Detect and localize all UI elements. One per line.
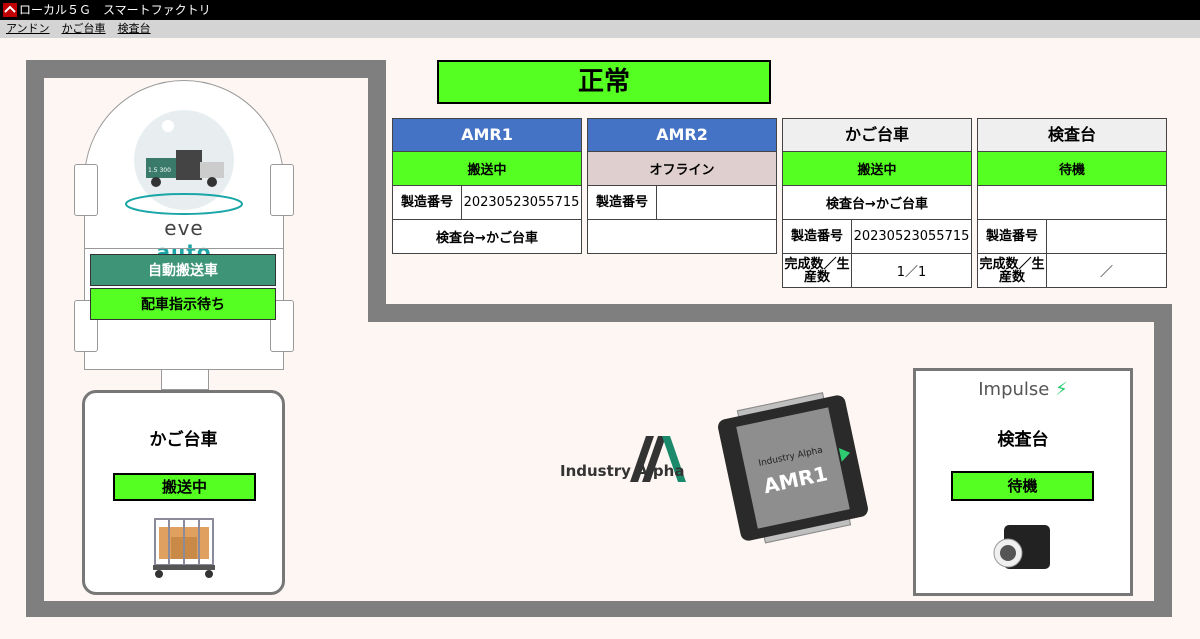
wall	[26, 601, 1172, 617]
progress-label: 完成数／生産数	[783, 254, 852, 287]
robot-name: 自動搬送車	[90, 254, 276, 286]
panel-state: 搬送中	[113, 473, 256, 501]
menu-inspect[interactable]: 検査台	[117, 22, 151, 35]
route	[588, 220, 776, 253]
system-status: 正常	[437, 60, 771, 104]
wall	[368, 60, 386, 322]
agv-truck-icon: 1.5 300	[134, 110, 234, 210]
wall	[26, 60, 386, 78]
menu-bar: アンドンかご台車検査台	[0, 20, 1200, 38]
cage-cart-icon	[153, 518, 215, 578]
industry-alpha-label: Industry Alpha	[560, 462, 685, 480]
agv-robot-panel[interactable]: 1.5 300 eve auto 自動搬送車 配車指示待ち	[74, 80, 294, 370]
camera-icon	[993, 525, 1050, 569]
menu-cage[interactable]: かご台車	[61, 22, 106, 35]
state-badge: 待機	[978, 152, 1166, 186]
platform-ring	[125, 193, 243, 215]
card-amr2: AMR2 オフライン 製造番号	[587, 118, 777, 254]
industry-alpha-logo-icon	[630, 436, 686, 482]
robot-state: 配車指示待ち	[90, 288, 276, 320]
cage-cart-panel[interactable]: かご台車 搬送中	[82, 390, 285, 595]
progress-value: ／	[1099, 265, 1113, 280]
state-badge: 搬送中	[393, 152, 581, 186]
truck-badge: 1.5 300	[148, 167, 171, 174]
card-title: AMR1	[393, 119, 581, 152]
route: 検査台→かご台車	[436, 231, 538, 246]
serial-label: 製造番号	[978, 220, 1047, 253]
panel-title: かご台車	[149, 430, 218, 450]
panel-state: 待機	[951, 471, 1094, 501]
impulse-logo: Impulse ⚡	[978, 379, 1068, 400]
serial-label: 製造番号	[588, 186, 657, 219]
divider	[84, 248, 284, 249]
state-badge: オフライン	[588, 152, 776, 186]
serial-label: 製造番号	[783, 220, 852, 253]
amr1-vehicle[interactable]: Industry Alpha AMR1	[716, 392, 870, 544]
menu-andon[interactable]: アンドン	[6, 22, 50, 35]
title-bar: ローカル５Ｇ スマートファクトリ	[0, 0, 1200, 20]
card-title: かご台車	[783, 119, 971, 152]
serial-value	[657, 186, 776, 219]
panel-title: 検査台	[997, 430, 1049, 450]
card-title: 検査台	[978, 119, 1166, 152]
progress-label: 完成数／生産数	[978, 254, 1047, 287]
robot-bumper	[270, 164, 294, 216]
wall	[26, 60, 44, 617]
state-badge: 搬送中	[783, 152, 971, 186]
route: 検査台→かご台車	[783, 186, 971, 220]
serial-value	[1047, 220, 1166, 253]
card-title: AMR2	[588, 119, 776, 152]
app-icon	[3, 3, 17, 17]
robot-connector	[161, 370, 209, 390]
window-title: ローカル５Ｇ スマートファクトリ	[19, 3, 211, 17]
serial-label: 製造番号	[393, 186, 462, 219]
route	[978, 186, 1166, 220]
serial-value: 20230523055715	[853, 229, 970, 244]
robot-bumper	[74, 164, 98, 216]
inspection-panel[interactable]: Impulse ⚡ 検査台 待機	[913, 368, 1133, 596]
serial-value: 20230523055715	[463, 195, 580, 210]
progress-value: 1／1	[896, 265, 927, 280]
card-inspect: 検査台 待機 製造番号 完成数／生産数 ／	[977, 118, 1167, 288]
wall	[368, 304, 1172, 322]
lightning-icon: ⚡	[1055, 379, 1068, 400]
wall	[1154, 304, 1172, 617]
